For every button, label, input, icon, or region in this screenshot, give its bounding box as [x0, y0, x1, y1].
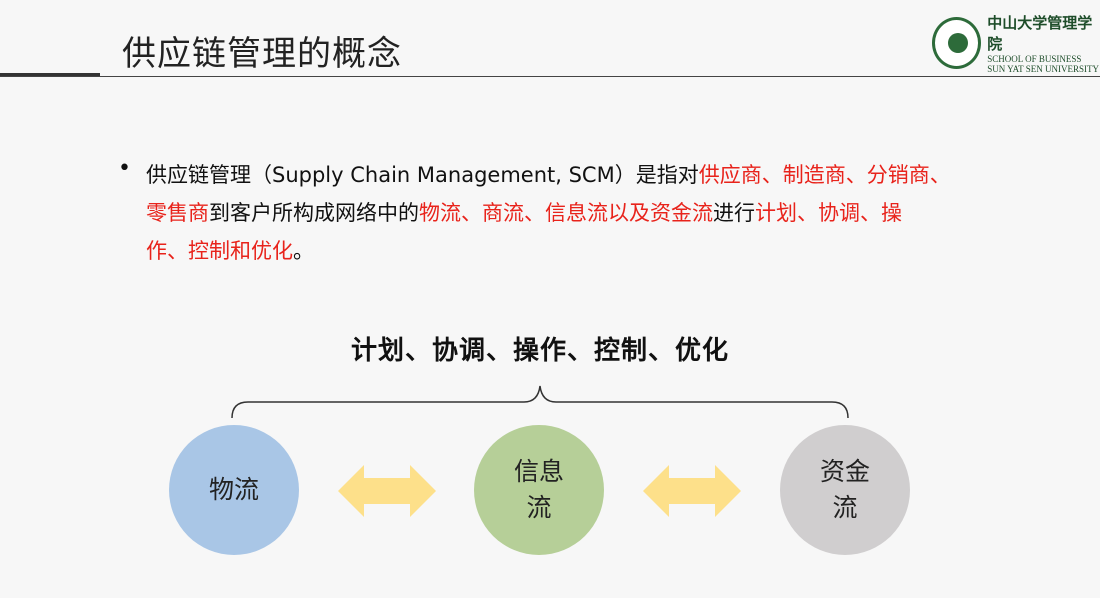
text-line: 作、控制和优化。: [146, 232, 951, 270]
logo-cn: 中山大学管理学院: [987, 14, 1093, 53]
highlight-text: 计划、协调、操: [755, 201, 902, 225]
highlight-text: 作、控制和优化: [146, 239, 293, 263]
double-arrow-icon: [338, 465, 436, 517]
title-underline-accent: [0, 73, 100, 77]
highlight-text: 供应商、制造商、分销商、: [698, 163, 951, 187]
node-logistics: 物流: [169, 425, 299, 555]
logo-en-1: SCHOOL OF BUSINESS: [987, 54, 1082, 64]
highlight-text: 物流、商流、信息流以及资金流: [419, 201, 713, 225]
university-logo: 中山大学管理学院 SCHOOL OF BUSINESS SUN YAT SEN …: [932, 12, 1100, 74]
node-label: 信息 流: [513, 457, 564, 522]
double-arrow-icon: [643, 465, 741, 517]
node-information-flow: 信息 流: [474, 425, 604, 555]
node-capital-flow: 资金 流: [780, 425, 910, 555]
highlight-text: 零售商: [146, 201, 209, 225]
diagram-heading: 计划、协调、操作、控制、优化: [350, 336, 729, 366]
text-line: 零售商到客户所构成网络中的物流、商流、信息流以及资金流进行计划、协调、操: [146, 194, 951, 232]
definition-text: 供应链管理（Supply Chain Management, SCM）是指对供应…: [146, 156, 951, 270]
logo-en-2: SUN YAT SEN UNIVERSITY: [987, 64, 1099, 74]
bullet-icon: •: [118, 156, 131, 181]
node-label: 物流: [208, 475, 259, 504]
title-divider: [0, 76, 1100, 77]
slide-title: 供应链管理的概念: [122, 34, 402, 74]
node-label: 资金 流: [819, 457, 870, 522]
body-text: 供应链管理（Supply Chain Management, SCM）是指对: [146, 163, 699, 187]
text-line: 供应链管理（Supply Chain Management, SCM）是指对供应…: [146, 156, 951, 194]
seal-icon: [932, 17, 982, 69]
body-text: 进行: [713, 201, 755, 225]
body-text: 到客户所构成网络中的: [209, 201, 419, 225]
body-text: 。: [293, 239, 314, 263]
